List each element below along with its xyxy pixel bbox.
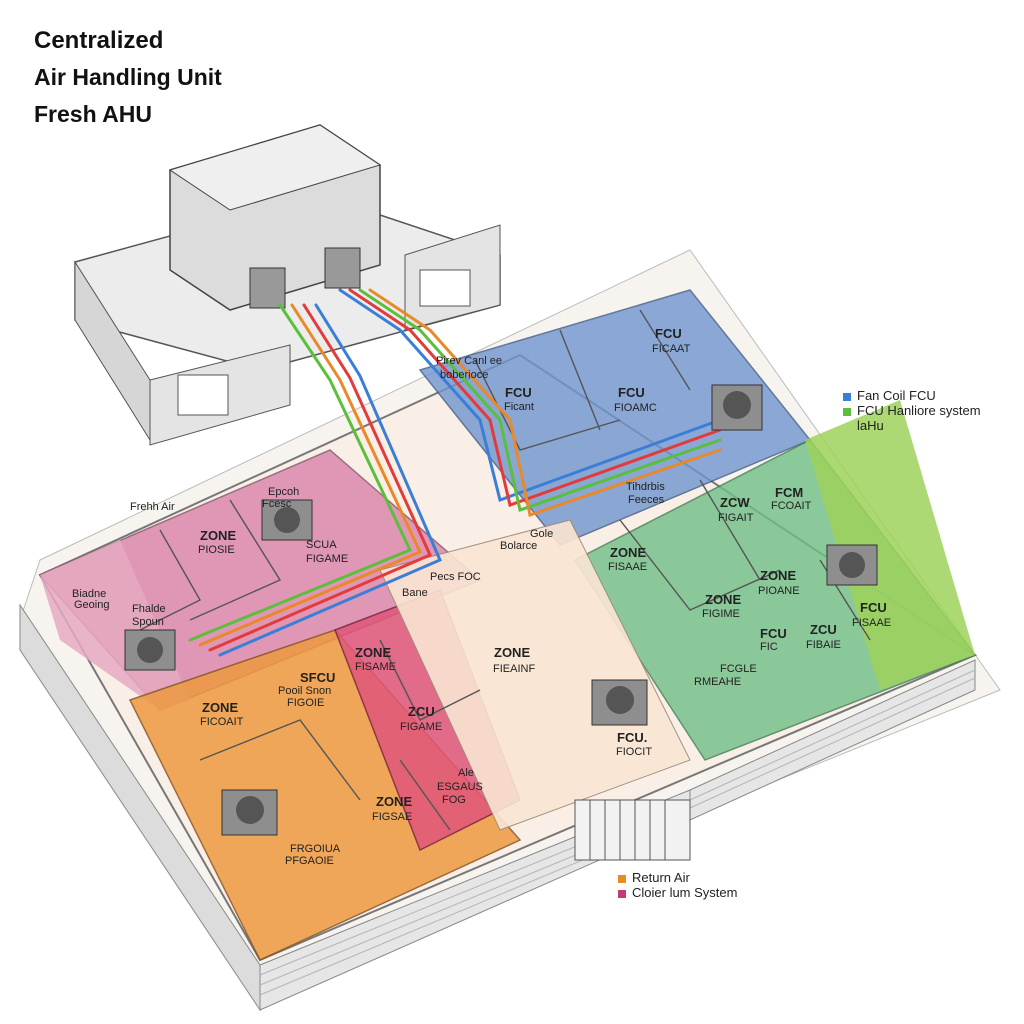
legend-label-return-air: Return Air xyxy=(632,870,690,885)
label-green-zcu: ZCU xyxy=(810,622,837,637)
stairs xyxy=(574,799,691,861)
label-fcu-blue-3-sub: FICAAT xyxy=(652,343,691,355)
legend-label-fan-coil: Fan Coil FCU xyxy=(857,388,936,403)
legend-item-hanliore: FCU Hanliore system xyxy=(843,403,981,418)
label-green-zcw-sub: FIGAIT xyxy=(718,512,754,524)
legend-item-cloier: Cloier lum System xyxy=(618,885,737,900)
label-pink-1b: Fcesc xyxy=(262,498,292,510)
label-center-zone: ZONE xyxy=(494,645,530,660)
fan-icon xyxy=(839,552,865,578)
label-pink-left-1: Biadne xyxy=(72,588,106,600)
label-red-zone: ZONE xyxy=(355,645,391,660)
fan-icon xyxy=(236,796,264,824)
window-left xyxy=(177,374,229,416)
label-pink-left-4: Spoun xyxy=(132,616,164,628)
label-pink-zone: ZONE xyxy=(200,528,236,543)
label-orange-sfcu-sub: Pooil Snon xyxy=(278,685,331,697)
legend-item-return-air: Return Air xyxy=(618,870,737,885)
label-pink-left-3: Fhalde xyxy=(132,603,166,615)
diagram-title-line-3: Fresh AHU xyxy=(34,101,152,127)
label-green-fcm-sub: FCOAIT xyxy=(771,500,812,512)
label-fcu-blue-2: FCU xyxy=(618,385,645,400)
label-green-zone-2: ZONE xyxy=(705,592,741,607)
zone-green-light xyxy=(805,400,975,690)
label-center-b: Bane xyxy=(402,587,428,599)
legend-swatch-blue xyxy=(843,392,851,401)
label-fcu-blue-1-sub: Ficant xyxy=(504,401,534,413)
label-orange-zone: ZONE xyxy=(202,700,238,715)
label-red-zcu: ZCU xyxy=(408,704,435,719)
label-red-zone-2: ZONE xyxy=(376,794,412,809)
label-green-zone-1-sub: FISAAE xyxy=(608,561,647,573)
fan-icon xyxy=(723,391,751,419)
legend-bottom: Return Air Cloier lum System xyxy=(618,870,737,900)
diagram-title-line-1: Centralized xyxy=(34,27,164,54)
label-green-fcu2: FCU xyxy=(760,626,787,641)
label-plenum-1: Pirev Canl ee xyxy=(436,355,502,367)
label-center-pipe: Pecs FOC xyxy=(430,571,481,583)
label-green-fcgle: FCGLE xyxy=(720,663,757,675)
label-green-zone-1: ZONE xyxy=(610,545,646,560)
label-green-fcgle-sub: RMEAHE xyxy=(694,676,741,688)
legend-swatch-orange xyxy=(618,874,626,883)
label-fresh-air: Frehh Air xyxy=(130,501,175,513)
legend-top: Fan Coil FCU FCU Hanliore system laHu xyxy=(843,388,981,433)
label-green-fcu-sub: FISAAE xyxy=(852,617,891,629)
label-green-zcu-sub: FIBAIE xyxy=(806,639,841,651)
ahu-fan-right xyxy=(324,247,361,289)
legend-item-fan-coil: Fan Coil FCU xyxy=(843,388,981,403)
label-red-zone-sub: FISAME xyxy=(355,661,396,673)
label-pink-scu: SCUA xyxy=(306,539,337,551)
fan-icon xyxy=(274,507,300,533)
diagram-title-line-2: Air Handling Unit xyxy=(34,64,222,90)
label-center-c: Gole xyxy=(530,528,553,540)
label-pink-scu-sub: FIGAME xyxy=(306,553,348,565)
legend-label-cloier: Cloier lum System xyxy=(632,885,738,900)
ahu-unit-top xyxy=(168,124,382,211)
window-right xyxy=(419,269,471,307)
legend-extra: laHu xyxy=(857,418,884,433)
legend-swatch-green xyxy=(843,407,851,416)
label-orange-sfcu: SFCU xyxy=(300,670,335,685)
label-green-zone-3-sub: PIOANE xyxy=(758,585,800,597)
label-plenum-2: boberioce xyxy=(440,369,488,381)
legend-swatch-magenta xyxy=(618,889,626,898)
label-junction: Tihdrbis xyxy=(626,481,665,493)
label-fcu-blue-3: FCU xyxy=(655,326,682,341)
label-red-ale-sub: ESGAUS xyxy=(437,781,483,793)
label-green-fcu2-sub: FIC xyxy=(760,641,778,653)
label-red-ale: Ale xyxy=(458,767,474,779)
label-pink-zone-sub: PIOSIE xyxy=(198,544,235,556)
label-red-zcu-sub: FIGAME xyxy=(400,721,442,733)
label-green-fcm: FCM xyxy=(775,485,803,500)
fcu-units xyxy=(124,384,878,836)
label-fcu-bottom-sub: FIOCIT xyxy=(616,746,652,758)
label-fcu-blue-1: FCU xyxy=(505,385,532,400)
fan-icon xyxy=(606,686,634,714)
label-orange-bottom: FRGOIUA xyxy=(290,843,341,855)
label-pink-left-2: Geoing xyxy=(74,599,109,611)
ahu-fan-left xyxy=(249,267,286,309)
label-red-zone-2-sub: FIGSAE xyxy=(372,811,412,823)
label-junction-sub: Feeces xyxy=(628,494,665,506)
zone-orange xyxy=(128,629,522,961)
label-green-zone-2-sub: FIGIME xyxy=(702,608,740,620)
label-red-ale-sub2: FOG xyxy=(442,794,466,806)
label-center-zone-sub: FIEAINF xyxy=(493,663,535,675)
label-fcu-blue-2-sub: FIOAMC xyxy=(614,402,657,414)
label-orange-bottom-sub: PFGAOIE xyxy=(285,855,334,867)
label-fcu-bottom: FCU. xyxy=(617,730,647,745)
label-orange-sfcu-sub2: FIGOIE xyxy=(287,697,324,709)
ducts xyxy=(188,288,722,657)
label-pink-1: Epcoh xyxy=(268,486,299,498)
label-green-zcw: ZCW xyxy=(720,495,750,510)
fan-icon xyxy=(137,637,163,663)
zone-center xyxy=(379,519,691,831)
label-center-d: Bolarce xyxy=(500,540,537,552)
label-green-zone-3: ZONE xyxy=(760,568,796,583)
legend-label-hanliore: FCU Hanliore system xyxy=(857,403,981,418)
label-orange-zone-sub: FICOAIT xyxy=(200,716,244,728)
label-green-fcu: FCU xyxy=(860,600,887,615)
